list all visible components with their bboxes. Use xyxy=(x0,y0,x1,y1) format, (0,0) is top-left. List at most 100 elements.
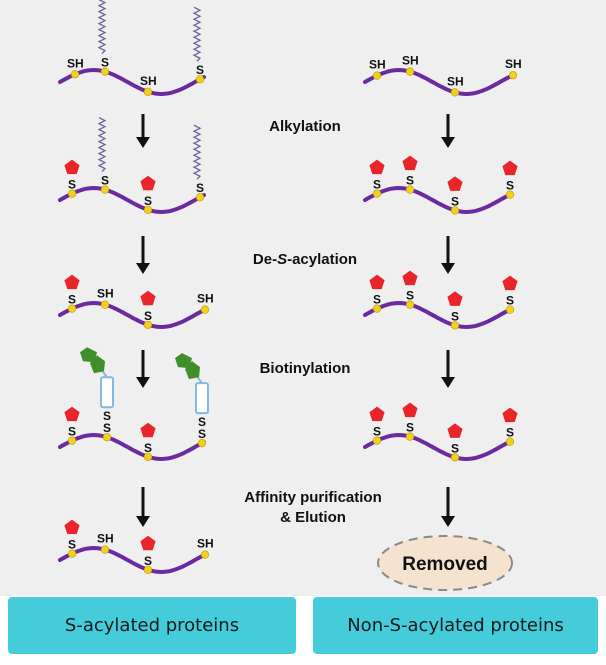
thiol-site-icon xyxy=(67,549,77,558)
biotin-ring-icon xyxy=(80,347,97,363)
alkyl-block-icon xyxy=(502,407,518,423)
protein-backbone xyxy=(58,545,206,575)
thioester-label: S xyxy=(451,194,459,208)
thiol-site-icon xyxy=(505,437,515,446)
arrow-head-icon xyxy=(441,516,455,527)
thiol-site-icon xyxy=(143,452,153,461)
acyl-chain-icon xyxy=(97,117,107,173)
thiol-site-icon xyxy=(405,432,415,441)
step-deacylation-suffix: -acylation xyxy=(287,251,358,268)
arrow-head-icon xyxy=(136,137,150,148)
thioester-label: S xyxy=(68,538,76,552)
step-affinity-line2: & Elution xyxy=(280,509,346,526)
thiol-site-icon xyxy=(70,70,80,79)
diagram-panel xyxy=(0,0,606,596)
thiol-site-icon xyxy=(200,305,210,314)
protein-backbone xyxy=(363,432,511,462)
alkyl-block-icon xyxy=(402,155,418,171)
process-arrow xyxy=(136,114,150,148)
alkyl-block-icon xyxy=(369,406,385,422)
process-arrow xyxy=(136,350,150,388)
step-affinity-line1: Affinity purification xyxy=(244,489,382,506)
alkyl-block-icon xyxy=(140,422,156,438)
thioester-label: S xyxy=(196,181,204,195)
thioester-label: S xyxy=(451,309,459,323)
thioester-label: S xyxy=(144,309,152,323)
alkyl-block-icon xyxy=(64,274,80,290)
step-de-s-acylation: De-S-acylation xyxy=(200,250,410,270)
arrow-head-icon xyxy=(136,377,150,388)
thioester-label: S xyxy=(68,178,76,192)
thiol-label: SH xyxy=(97,532,114,546)
process-arrow xyxy=(441,236,455,274)
thioester-label: S xyxy=(144,441,152,455)
step-affinity-purification: Affinity purification & Elution xyxy=(218,488,408,528)
biotin-tag-icon xyxy=(80,347,114,409)
alkyl-block-icon xyxy=(502,160,518,176)
acyl-chain-icon xyxy=(97,0,107,55)
protein-backbone xyxy=(58,300,206,330)
thiol-label: SH xyxy=(97,287,114,301)
thiol-site-icon xyxy=(405,185,415,194)
thiol-site-icon xyxy=(195,193,205,202)
thiol-label: SH xyxy=(402,54,419,68)
protein-r2: S S S S xyxy=(363,155,518,215)
thioester-label: S xyxy=(506,179,514,193)
thiol-label: SH xyxy=(447,74,464,88)
thioester-label: S xyxy=(196,63,204,77)
alkyl-block-icon xyxy=(64,406,80,422)
non-s-acylated-proteins-label: Non-S-acylated proteins xyxy=(313,597,598,654)
process-arrow xyxy=(441,114,455,148)
thiol-site-icon xyxy=(100,545,110,554)
thiol-site-icon xyxy=(67,436,77,445)
thiol-label: SH xyxy=(505,57,522,71)
thiol-site-icon xyxy=(100,185,110,194)
protein-backbone xyxy=(363,185,511,215)
thiol-site-icon xyxy=(200,550,210,559)
thioester-label: S xyxy=(451,441,459,455)
thioester-label: S xyxy=(103,421,111,435)
thiol-site-icon xyxy=(508,71,518,80)
thiol-label: SH xyxy=(369,58,386,72)
thiol-site-icon xyxy=(372,189,382,198)
thiol-site-icon xyxy=(143,565,153,574)
thioester-label: S xyxy=(373,293,381,307)
removed-label: Removed xyxy=(402,554,488,575)
thiol-site-icon xyxy=(405,300,415,309)
alkyl-block-icon xyxy=(447,423,463,438)
process-arrow xyxy=(136,487,150,527)
arrow-head-icon xyxy=(441,263,455,274)
protein-backbone xyxy=(58,185,206,215)
protein-backbone xyxy=(58,432,206,462)
protein-backbone xyxy=(363,300,511,330)
arrow-head-icon xyxy=(441,377,455,388)
thioester-label: S xyxy=(373,178,381,192)
thiol-site-icon xyxy=(372,71,382,80)
s-acylated-proteins-label: S-acylated proteins xyxy=(8,597,296,654)
thioester-label: S xyxy=(101,56,109,70)
biotin-tag-icon xyxy=(175,353,209,415)
thioester-label: S xyxy=(68,293,76,307)
alkyl-block-icon xyxy=(402,402,418,418)
protein-backbone xyxy=(363,67,511,97)
thiol-site-icon xyxy=(102,433,112,442)
thiol-site-icon xyxy=(405,67,415,76)
thiol-site-icon xyxy=(143,320,153,329)
thioester-label: S xyxy=(406,174,414,188)
alkyl-block-icon xyxy=(64,159,80,175)
biotin-ring-icon xyxy=(175,353,192,369)
step-biotinylation: Biotinylation xyxy=(259,360,351,377)
thiol-site-icon xyxy=(67,189,77,198)
thioester-label: S xyxy=(198,427,206,441)
thiol-site-icon xyxy=(100,67,110,76)
thiol-site-icon xyxy=(143,205,153,214)
thiol-label: SH xyxy=(140,74,157,88)
thiol-site-icon xyxy=(505,190,515,199)
protein-backbone xyxy=(58,67,206,97)
alkyl-block-icon xyxy=(369,159,385,175)
thiol-site-icon xyxy=(450,321,460,330)
process-arrow xyxy=(441,487,455,527)
thioester-label: S xyxy=(144,554,152,568)
